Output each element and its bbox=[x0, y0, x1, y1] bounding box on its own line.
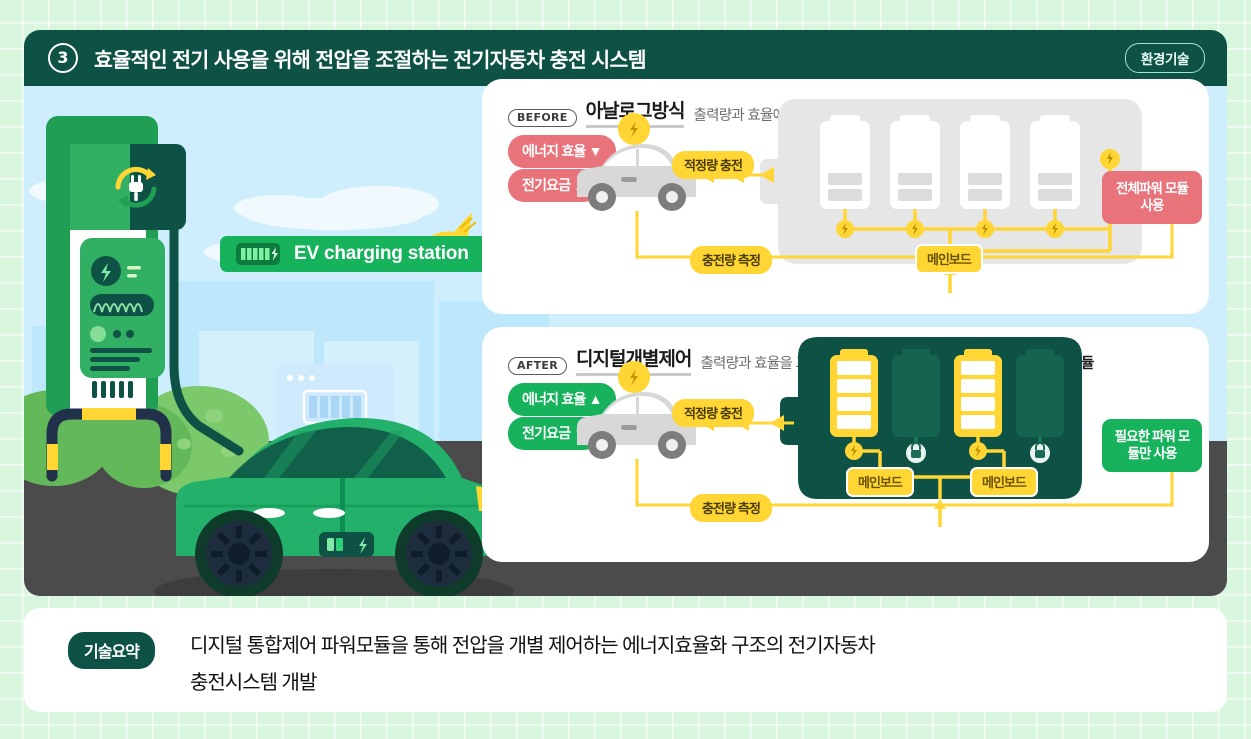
page-title: 효율적인 전기 사용을 위해 전압을 조절하는 전기자동차 충전 시스템 bbox=[94, 49, 647, 72]
after-module-active-1 bbox=[830, 349, 878, 437]
card-header: 3 효율적인 전기 사용을 위해 전압을 조절하는 전기자동차 충전 시스템 환… bbox=[24, 30, 1227, 86]
lock-icon bbox=[906, 437, 926, 463]
lock-icon bbox=[1030, 437, 1050, 463]
after-module-active-2 bbox=[954, 349, 1002, 437]
after-label-measure: 충전량 측정 bbox=[690, 494, 773, 522]
battery-bolt-icon bbox=[236, 243, 280, 265]
summary-tag: 기술요약 bbox=[68, 632, 155, 669]
station-label: EV charging station bbox=[294, 243, 469, 264]
before-label-charge: 적정량 충전 bbox=[672, 151, 755, 179]
after-module-block bbox=[780, 337, 1082, 527]
before-status-box: 전체파워 모듈 사용 bbox=[1102, 171, 1202, 224]
after-status-box: 필요한 파워 모듈만 사용 bbox=[1102, 419, 1202, 472]
charging-pillar bbox=[46, 116, 244, 482]
summary-line-1: 디지털 통합제어 파워모듈을 통해 전압을 개별 제어하는 에너지효율화 구조의… bbox=[190, 635, 876, 657]
after-pill-efficiency: 에너지 효율 ▲ bbox=[508, 383, 616, 416]
summary-text: 디지털 통합제어 파워모듈을 통해 전압을 개별 제어하는 에너지효율화 구조의… bbox=[190, 628, 1190, 702]
ev-charging-station-sign: EV charging station bbox=[220, 236, 520, 272]
after-car-icon bbox=[577, 361, 696, 459]
after-mainboard-right: 메인보드 bbox=[970, 467, 1038, 497]
summary-line-2: 충전시스템 개발 bbox=[190, 672, 317, 694]
before-mainboard: 메인보드 bbox=[915, 244, 983, 274]
after-status-text: 필요한 파워 모듈만 사용 bbox=[1114, 429, 1191, 462]
after-mainboard-left: 메인보드 bbox=[846, 467, 914, 497]
infographic-card: 3 효율적인 전기 사용을 위해 전압을 조절하는 전기자동차 충전 시스템 환… bbox=[24, 30, 1227, 596]
before-diagram bbox=[577, 99, 1174, 293]
after-diagram bbox=[577, 337, 1174, 527]
before-car-icon bbox=[577, 113, 696, 211]
before-module-block bbox=[760, 99, 1142, 293]
summary-card: 기술요약 디지털 통합제어 파워모듈을 통해 전압을 개별 제어하는 에너지효율… bbox=[24, 608, 1227, 712]
before-label-measure: 충전량 측정 bbox=[690, 246, 773, 274]
before-panel: BEFORE 아날로그방식 출력량과 효율에 관계없이 전체 파워모듈 사용한 … bbox=[482, 79, 1209, 314]
after-module-inactive-2 bbox=[1016, 349, 1064, 437]
after-bolt-nodes bbox=[845, 442, 987, 460]
bolt-node-group bbox=[836, 149, 1120, 238]
category-badge: 환경기술 bbox=[1124, 43, 1205, 73]
after-label-charge: 적정량 충전 bbox=[672, 399, 755, 427]
after-tag: AFTER bbox=[508, 357, 568, 375]
after-module-inactive-1 bbox=[892, 349, 940, 437]
before-tag: BEFORE bbox=[508, 109, 577, 127]
header-number-badge: 3 bbox=[48, 43, 78, 73]
plug-icon bbox=[129, 175, 143, 201]
before-status-text: 전체파워 모듈 사용 bbox=[1116, 181, 1189, 214]
before-pill-efficiency: 에너지 효율 ▼ bbox=[508, 135, 616, 168]
